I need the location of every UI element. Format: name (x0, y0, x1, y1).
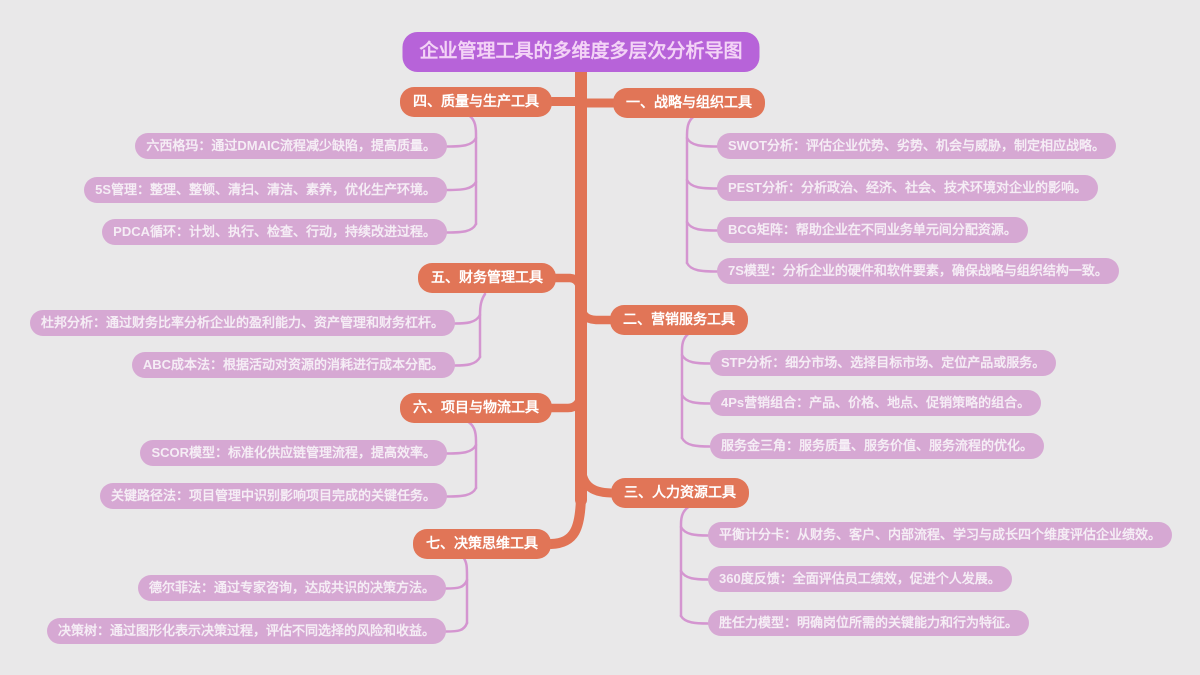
leaf-stub-competency (679, 614, 710, 625)
leaf-stub-5s (445, 180, 478, 192)
trunk-connectors (546, 58, 618, 549)
leaf-stub-7s (685, 261, 719, 273)
leaf-stp-analysis[interactable]: STP分析：细分市场、选择目标市场、定位产品或服务。 (710, 350, 1057, 377)
leaf-stub-service-triangle (680, 436, 712, 448)
leaf-360-feedback[interactable]: 360度反馈：全面评估员工绩效，促进个人发展。 (708, 566, 1012, 593)
leaf-stub-stp (680, 353, 712, 365)
leaf-stub-bcg (685, 220, 719, 232)
leaf-six-sigma[interactable]: 六西格玛：通过DMAIC流程减少缺陷，提高质量。 (135, 133, 447, 160)
leaf-decision-tree[interactable]: 决策树：通过图形化表示决策过程，评估不同选择的风险和收益。 (46, 618, 446, 645)
branch-connector-decision (546, 487, 586, 549)
leaf-stub-360-feedback (679, 569, 710, 581)
leaf-stub-six-sigma (445, 136, 478, 148)
leaf-drop-marketing (680, 330, 693, 440)
leaf-competency-model[interactable]: 胜任力模型：明确岗位所需的关键能力和行为特征。 (708, 610, 1030, 637)
leaf-stub-critical-path (445, 486, 478, 498)
branch-connector-project (547, 387, 586, 413)
leaf-stub-dupont (453, 313, 482, 325)
leaf-abc-costing[interactable]: ABC成本法：根据活动对资源的消耗进行成本分配。 (131, 352, 455, 379)
leaf-drop-quality (465, 112, 478, 226)
leaf-pest-analysis[interactable]: PEST分析：分析政治、经济、社会、技术环境对企业的影响。 (717, 175, 1098, 202)
branch-decision-thinking[interactable]: 七、决策思维工具 (413, 529, 551, 559)
leaf-stub-decision-tree (444, 621, 469, 633)
leaf-delphi-method[interactable]: 德尔菲法：通过专家咨询，达成共识的决策方法。 (137, 575, 446, 602)
leaf-stub-abc (453, 355, 482, 367)
leaf-drop-strategy (685, 113, 698, 265)
leaf-drop-decision (461, 555, 469, 625)
branch-connector-marketing (576, 298, 615, 325)
leaf-stub-balanced-scorecard (679, 525, 710, 537)
branch-strategy-organization[interactable]: 一、战略与组织工具 (613, 88, 765, 118)
leaf-stub-scor (445, 443, 478, 455)
leaf-scor-model[interactable]: SCOR模型：标准化供应链管理流程，提高效率。 (140, 440, 447, 467)
leaf-critical-path-method[interactable]: 关键路径法：项目管理中识别影响项目完成的关键任务。 (99, 483, 447, 510)
map-title[interactable]: 企业管理工具的多维度多层次分析导图 (402, 32, 760, 72)
leaf-7s-model[interactable]: 7S模型：分析企业的硬件和软件要素，确保战略与组织结构一致。 (717, 258, 1119, 285)
leaf-stub-pdca (445, 222, 478, 234)
leaf-pdca-cycle[interactable]: PDCA循环：计划、执行、检查、行动，持续改进过程。 (102, 219, 447, 246)
branch-human-resources[interactable]: 三、人力资源工具 (611, 478, 749, 508)
branch-marketing-service[interactable]: 二、营销服务工具 (610, 305, 748, 335)
leaf-swot-analysis[interactable]: SWOT分析：评估企业优势、劣势、机会与威胁，制定相应战略。 (717, 133, 1116, 160)
branch-finance[interactable]: 五、财务管理工具 (418, 263, 556, 293)
leaf-stub-4ps (680, 393, 712, 405)
leaf-5s-management[interactable]: 5S管理：整理、整顿、清扫、清洁、素养，优化生产环境。 (84, 177, 447, 204)
leaf-stub-pest (685, 178, 719, 190)
branch-connector-hr (576, 458, 616, 498)
leaf-stub-delphi (444, 578, 469, 590)
leaf-balanced-scorecard[interactable]: 平衡计分卡：从财务、客户、内部流程、学习与成长四个维度评估企业绩效。 (708, 522, 1173, 549)
leaf-stub-swot (685, 136, 719, 148)
leaf-bcg-matrix[interactable]: BCG矩阵：帮助企业在不同业务单元间分配资源。 (717, 217, 1028, 244)
leaf-drop-finance (478, 292, 487, 359)
branch-project-logistics[interactable]: 六、项目与物流工具 (400, 393, 552, 423)
branch-quality-production[interactable]: 四、质量与生产工具 (400, 87, 552, 117)
leaf-4ps-marketing-mix[interactable]: 4Ps营销组合：产品、价格、地点、促销策略的组合。 (710, 390, 1042, 417)
leaf-drop-hr (679, 504, 692, 618)
leaf-drop-project (465, 419, 478, 490)
leaf-dupont-analysis[interactable]: 杜邦分析：通过财务比率分析企业的盈利能力、资产管理和财务杠杆。 (29, 310, 455, 337)
branch-connector-finance (551, 273, 586, 302)
leaf-service-triangle[interactable]: 服务金三角：服务质量、服务价值、服务流程的优化。 (710, 433, 1045, 460)
